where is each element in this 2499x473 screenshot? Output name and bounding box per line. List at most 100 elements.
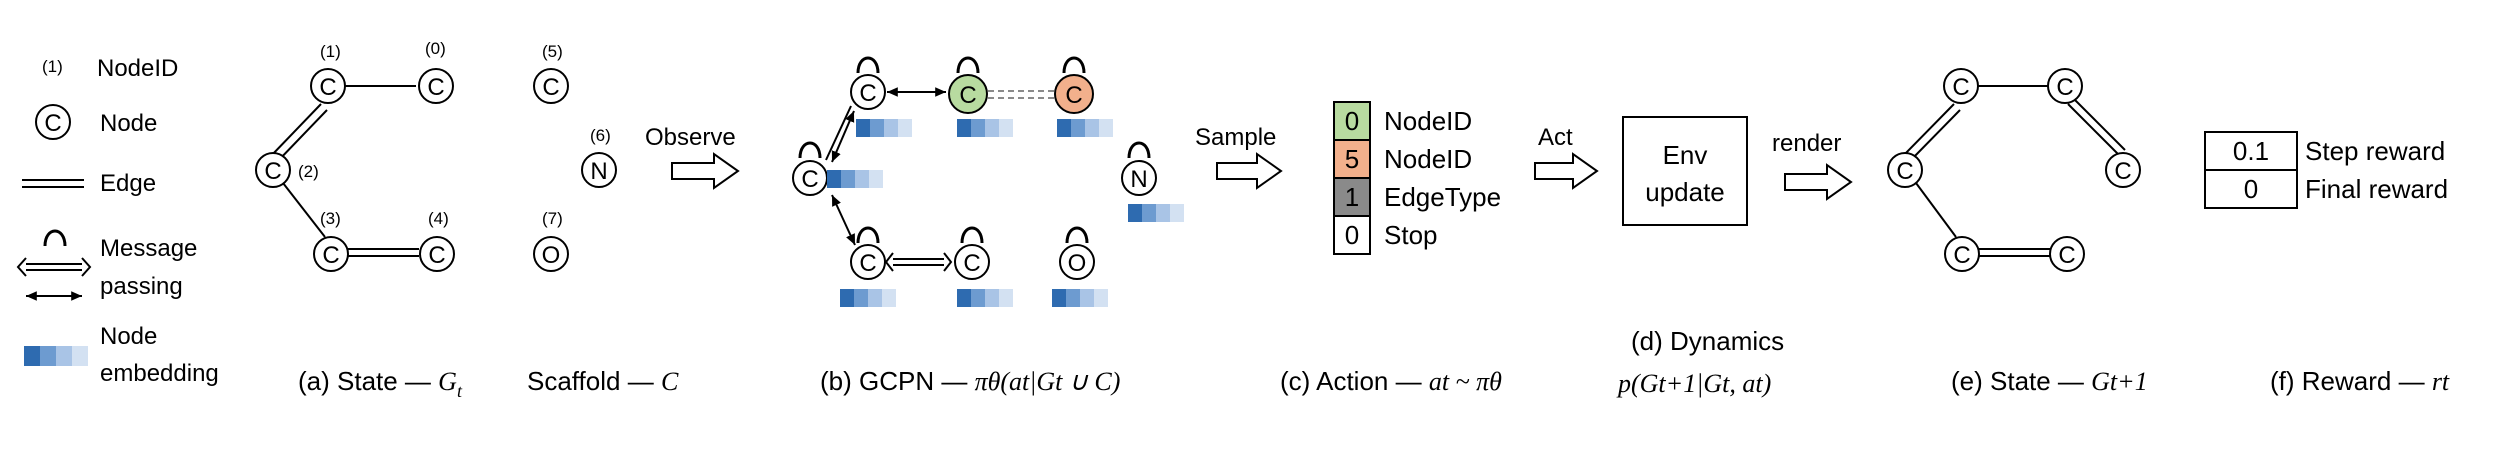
action-label-0: NodeID bbox=[1384, 106, 1472, 136]
mp-edge-2-1 bbox=[831, 110, 855, 163]
gcpn-node-0-letter: C bbox=[959, 82, 976, 109]
scaffold-node-7-id: (7) bbox=[542, 209, 563, 228]
node-2 bbox=[255, 152, 291, 188]
env-update-box: Env update bbox=[1622, 116, 1748, 226]
gcpn-node-6 bbox=[1121, 160, 1157, 196]
node-3-id: (3) bbox=[320, 209, 341, 228]
self-loop-2 bbox=[798, 141, 822, 159]
action-label-2: EdgeType bbox=[1384, 182, 1501, 212]
ring-node-5 bbox=[2105, 152, 2141, 188]
ring-node-1-letter: C bbox=[1952, 74, 1969, 101]
ring-node-2 bbox=[1887, 152, 1923, 188]
gcpn-node-5-letter: C bbox=[1065, 82, 1082, 109]
env-box-line-2: update bbox=[1645, 177, 1725, 207]
observe-arrow: Observe bbox=[645, 124, 740, 190]
gcpn-node-0-selected bbox=[948, 74, 988, 114]
observe-label: Observe bbox=[645, 124, 736, 151]
step-reward-value: 0.1 bbox=[2233, 136, 2269, 166]
legend-message-label-1: Message bbox=[100, 235, 197, 262]
candidate-edge-dashed bbox=[988, 90, 1054, 99]
state-graph-e: C C C C C C bbox=[1887, 68, 2141, 272]
node-4-letter: C bbox=[428, 242, 445, 269]
final-reward-value: 0 bbox=[2244, 174, 2258, 204]
ring-node-0-letter: C bbox=[2056, 74, 2073, 101]
act-label: Act bbox=[1538, 124, 1573, 151]
self-loop-1 bbox=[856, 56, 880, 74]
legend-nodeid-marker: (1) bbox=[42, 57, 63, 76]
gcpn-node-3 bbox=[850, 244, 886, 280]
scaffold-node-7 bbox=[533, 236, 569, 272]
env-box-line-1: Env bbox=[1663, 140, 1708, 170]
ring-edge-lower-left bbox=[1915, 182, 1957, 238]
action-cell-3 bbox=[1333, 215, 1371, 255]
gcpn-node-2-letter: C bbox=[801, 166, 818, 193]
action-value-2: 1 bbox=[1345, 182, 1359, 212]
legend-double-arrow-icon bbox=[16, 257, 92, 277]
action-value-0: 0 bbox=[1345, 106, 1359, 136]
caption-e-state: (e) State — Gt+1 bbox=[1951, 366, 2148, 396]
caption-a-scaffold: Scaffold — C bbox=[527, 366, 679, 396]
ring-node-2-letter: C bbox=[1896, 158, 1913, 185]
ring-edge-right-double bbox=[2067, 98, 2126, 156]
embedding-node-0 bbox=[957, 119, 1013, 137]
gcpn-node-6-letter: N bbox=[1130, 166, 1147, 193]
embedding-node-5 bbox=[1057, 119, 1113, 137]
reward-table: 0.1 0 Step reward Final reward bbox=[2204, 131, 2448, 209]
edge-2-3 bbox=[282, 182, 326, 238]
node-3 bbox=[313, 236, 349, 272]
gcpn-node-4-letter: C bbox=[963, 250, 980, 277]
step-reward-label: Step reward bbox=[2305, 136, 2445, 166]
act-arrow: Act bbox=[1534, 124, 1599, 190]
ring-node-4-letter: C bbox=[2058, 242, 2075, 269]
node-1-letter: C bbox=[319, 74, 336, 101]
gcpn-node-7 bbox=[1059, 244, 1095, 280]
gcpn-node-5-selected bbox=[1054, 74, 1094, 114]
node-0 bbox=[418, 68, 454, 104]
caption-a-state: (a) State — Gt bbox=[298, 366, 463, 401]
gcpn-node-7-letter: O bbox=[1068, 250, 1087, 277]
self-loop-0 bbox=[956, 56, 980, 74]
embedding-node-6 bbox=[1128, 204, 1184, 222]
ring-node-3 bbox=[1944, 236, 1980, 272]
legend-self-loop-icon bbox=[43, 229, 67, 247]
node-3-letter: C bbox=[322, 242, 339, 269]
state-graph-a: C (1) C (0) C (2) C (3) C (4) C (5) N (6… bbox=[255, 39, 617, 272]
legend-embedding-label-2: embedding bbox=[100, 360, 219, 387]
gcpn-node-3-letter: C bbox=[859, 250, 876, 277]
self-loop-4 bbox=[960, 226, 984, 244]
action-cell-2 bbox=[1333, 177, 1371, 217]
legend-embedding-icon bbox=[24, 346, 88, 366]
node-0-id: (0) bbox=[425, 39, 446, 58]
final-reward-label: Final reward bbox=[2305, 174, 2448, 204]
embedding-node-1 bbox=[856, 119, 912, 137]
node-2-id: (2) bbox=[298, 162, 319, 181]
legend-edge-label: Edge bbox=[100, 170, 156, 197]
legend-node-icon bbox=[35, 104, 71, 140]
legend-node-letter: C bbox=[44, 110, 61, 137]
scaffold-node-6-id: (6) bbox=[590, 126, 611, 145]
scaffold-node-6-letter: N bbox=[590, 158, 607, 185]
self-loop-5 bbox=[1062, 56, 1086, 74]
caption-c-action: (c) Action — at ~ πθ bbox=[1280, 366, 1502, 396]
ring-node-1 bbox=[1943, 68, 1979, 104]
mp-edge-1-2-double bbox=[825, 105, 852, 161]
ring-node-5-letter: C bbox=[2114, 158, 2131, 185]
legend-nodeid-label: NodeID bbox=[97, 55, 178, 82]
embedding-node-4 bbox=[957, 289, 1013, 307]
scaffold-node-5-id: (5) bbox=[542, 42, 563, 61]
mp-edge-3-4-double bbox=[884, 252, 953, 272]
ring-node-3-letter: C bbox=[1953, 242, 1970, 269]
node-0-letter: C bbox=[427, 74, 444, 101]
scaffold-node-6 bbox=[581, 152, 617, 188]
final-reward-cell bbox=[2204, 169, 2298, 209]
legend-double-edge-icon bbox=[22, 179, 84, 188]
action-value-1: 5 bbox=[1345, 144, 1359, 174]
render-arrow: render bbox=[1772, 130, 1853, 201]
edge-1-2-double bbox=[269, 103, 328, 164]
legend-message-label-2: passing bbox=[100, 273, 183, 300]
action-label-3: Stop bbox=[1384, 220, 1438, 250]
node-4-id: (4) bbox=[428, 209, 449, 228]
legend-embedding-label-1: Node bbox=[100, 323, 157, 350]
gcpn-node-4 bbox=[954, 244, 990, 280]
